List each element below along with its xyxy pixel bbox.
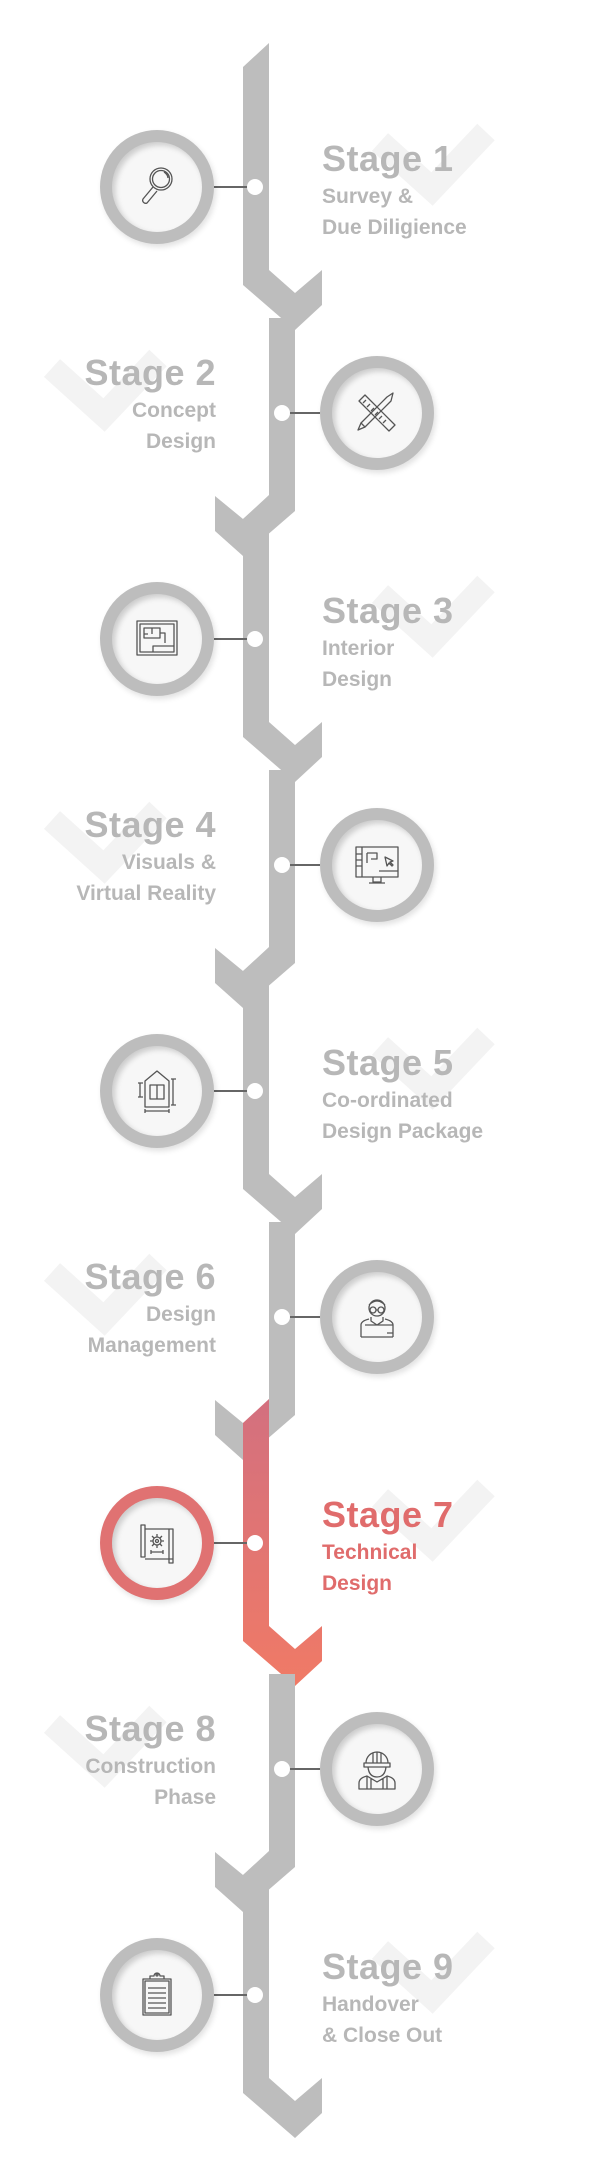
spine-segment-stage-4: [215, 770, 295, 1008]
spine-segment-stage-5: [243, 947, 322, 1234]
background-check-mark: [43, 349, 167, 432]
stage-description-line: Interior: [322, 637, 395, 660]
stage-description-line: Due Diligience: [322, 216, 467, 239]
stage-title: Stage 2: [84, 352, 216, 393]
spine-segment-stage-7: [243, 1399, 322, 1686]
stage-title: Stage 3: [322, 590, 454, 631]
icon-circle-inner: [332, 820, 422, 910]
stage-description-line: Design Package: [322, 1120, 484, 1143]
stage-description-line: Visuals &: [121, 851, 216, 874]
connector-dot: [247, 179, 263, 195]
stage-description-line: Management: [87, 1334, 216, 1357]
icon-circle-inner: [112, 142, 202, 232]
stage-title: Stage 7: [322, 1494, 454, 1535]
stage-description-line: Concept: [132, 399, 216, 422]
spine-segment-stage-9: [243, 1851, 322, 2138]
stage-title: Stage 4: [84, 804, 216, 845]
clipboard-icon: [142, 1972, 172, 2016]
stage-description-line: Design: [322, 668, 393, 691]
stage-9-label: Stage 9 Handover & Close Out: [322, 1945, 582, 2051]
spine-segment-stage-1: [243, 43, 322, 330]
background-check-mark: [371, 1931, 495, 2014]
technical-blueprint-icon: [140, 1524, 174, 1564]
connector-dot: [274, 857, 290, 873]
icon-circle-inner: [112, 1046, 202, 1136]
icon-circle-inner: [332, 368, 422, 458]
stage-title: Stage 6: [84, 1256, 216, 1297]
construction-worker-icon: [358, 1751, 396, 1790]
connector-dot: [247, 1083, 263, 1099]
stage-2-icon-circle[interactable]: [320, 356, 434, 470]
stage-title: Stage 8: [84, 1708, 216, 1749]
stage-description-line: Design: [322, 1572, 393, 1595]
stage-description-line: Technical: [322, 1541, 418, 1564]
connector-dot: [274, 1309, 290, 1325]
stage-9-icon-circle[interactable]: [100, 1938, 214, 2052]
background-check-mark: [371, 575, 495, 658]
stage-1-icon-circle[interactable]: [100, 130, 214, 244]
stage-1-label: Stage 1 Survey & Due Diligience: [322, 137, 582, 243]
connector-dot: [247, 631, 263, 647]
stage-title: Stage 5: [322, 1042, 454, 1083]
connector-dot: [247, 1535, 263, 1551]
stage-4-icon-circle[interactable]: [320, 808, 434, 922]
stage-description-line: Phase: [154, 1786, 216, 1809]
stage-7-icon-circle[interactable]: [100, 1486, 214, 1600]
stage-description-line: Design: [145, 1303, 216, 1326]
stage-3-icon-circle[interactable]: [100, 582, 214, 696]
background-check-mark: [43, 1253, 167, 1336]
background-check-mark: [43, 1705, 167, 1788]
icon-circle-inner: [332, 1724, 422, 1814]
background-check-mark: [371, 1027, 495, 1110]
icon-circle-inner: [112, 1950, 202, 2040]
background-check-mark: [371, 123, 495, 206]
stage-description-line: Survey &: [322, 185, 414, 208]
stage-title: Stage 9: [322, 1946, 454, 1987]
stage-6-icon-circle[interactable]: [320, 1260, 434, 1374]
spine-segment-stage-3: [243, 495, 322, 782]
stage-4-label: Stage 4 Visuals & Virtual Reality: [0, 803, 216, 909]
stage-description-line: Design: [145, 430, 216, 453]
connector-dot: [274, 1761, 290, 1777]
stage-description-line: Co-ordinated: [322, 1089, 453, 1112]
icon-circle-inner: [112, 594, 202, 684]
monitor-design-icon: [355, 846, 399, 884]
house-blueprint-icon: [138, 1070, 176, 1113]
connector-dot: [247, 1987, 263, 2003]
stage-description-line: & Close Out: [322, 2024, 443, 2047]
stage-description-line: Virtual Reality: [76, 882, 216, 905]
stage-title: Stage 1: [322, 138, 454, 179]
background-check-mark: [43, 801, 167, 884]
stage-8-icon-circle[interactable]: [320, 1712, 434, 1826]
designer-icon: [360, 1299, 394, 1338]
spine-segment-stage-8: [215, 1674, 295, 1912]
magnifier-icon: [142, 167, 173, 204]
stage-description-line: Handover: [322, 1993, 419, 2016]
stage-5-icon-circle[interactable]: [100, 1034, 214, 1148]
connector-dot: [274, 405, 290, 421]
background-check-mark: [371, 1479, 495, 1562]
icon-circle-inner: [112, 1498, 202, 1588]
icon-circle-inner: [332, 1272, 422, 1362]
ruler-pencil-icon: [357, 392, 396, 432]
floor-plan-icon: [136, 620, 178, 656]
spine-segment-stage-2: [215, 318, 295, 556]
stage-description-line: Construction: [85, 1755, 216, 1778]
spine-segment-stage-6: [215, 1222, 295, 1460]
